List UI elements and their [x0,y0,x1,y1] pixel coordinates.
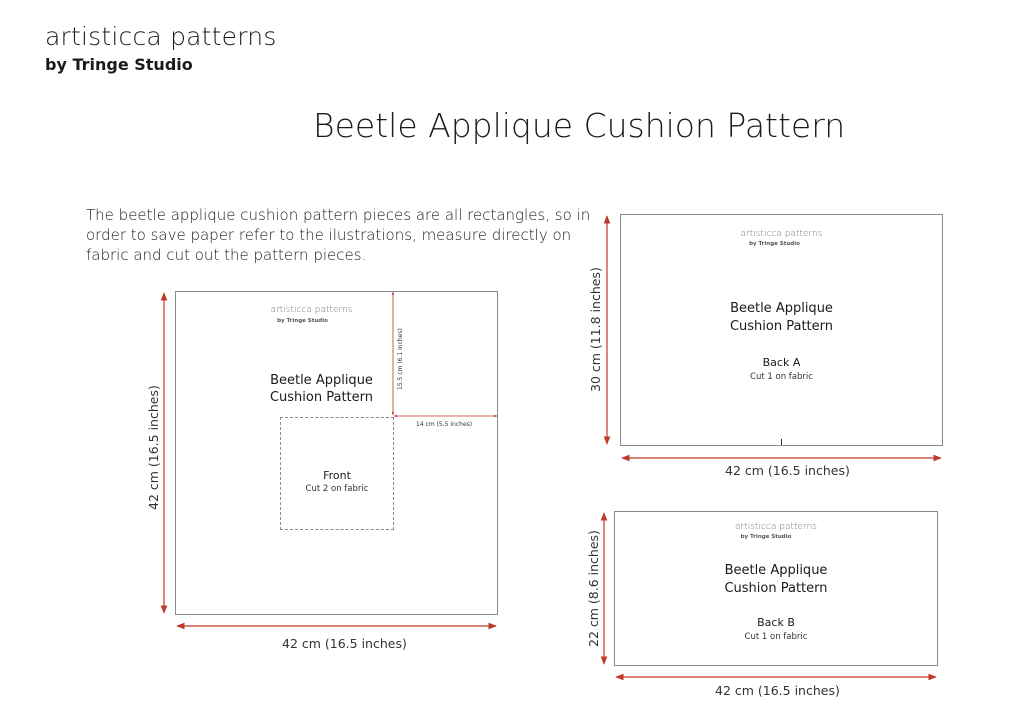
back-a-center-mark [781,439,782,445]
front-piece-brand: artisticca patterns [270,305,353,315]
front-piece-title-line1: Beetle Applique [270,373,373,388]
back-b-brand: artisticca patterns [735,522,817,532]
applique-cut-instruction: Cut 2 on fabric [305,484,369,494]
back-a-name: Back A [762,356,801,369]
back-a-title-line2: Cushion Pattern [729,319,834,334]
back-b-byline: by Tringe Studio [740,534,792,540]
back-b-name: Back B [757,616,795,629]
back-a-width-label: 42 cm (16.5 inches) [725,463,850,478]
page-title: Beetle Applique Cushion Pattern [313,106,846,145]
intro-paragraph: The beetle applique cushion pattern piec… [86,206,591,264]
back-a-piece: artisticca patterns by Tringe Studio Bee… [620,214,943,446]
back-a-height-label: 30 cm (11.8 inches) [588,267,603,392]
back-a-cut-instruction: Cut 1 on fabric [750,372,813,382]
applique-width-label: 14 cm (5.5 inches) [416,421,473,428]
back-b-title-line2: Cushion Pattern [724,581,828,596]
front-piece: artisticca patterns by Tringe Studio Bee… [175,291,498,615]
back-b-piece: artisticca patterns by Tringe Studio Bee… [614,511,938,666]
back-b-cut-instruction: Cut 1 on fabric [744,632,808,642]
front-piece-byline: by Tringe Studio [277,318,328,324]
brand-name: artisticca patterns [45,22,277,51]
front-piece-title-line2: Cushion Pattern [269,390,374,405]
applique-outline: Front Cut 2 on fabric [280,417,394,530]
back-a-brand: artisticca patterns [740,229,823,239]
front-height-label: 42 cm (16.5 inches) [146,385,161,510]
back-a-title-line1: Beetle Applique [730,301,833,316]
applique-name: Front [323,469,351,482]
front-width-label: 42 cm (16.5 inches) [282,636,407,651]
brand-byline: by Tringe Studio [45,55,193,74]
back-b-width-label: 42 cm (16.5 inches) [715,683,840,698]
applique-height-label: 15.5 cm (6.1 inches) [397,328,404,390]
back-b-height-label: 22 cm (8.6 inches) [586,530,601,647]
back-b-title-line1: Beetle Applique [724,563,828,578]
back-a-byline: by Tringe Studio [749,241,800,247]
